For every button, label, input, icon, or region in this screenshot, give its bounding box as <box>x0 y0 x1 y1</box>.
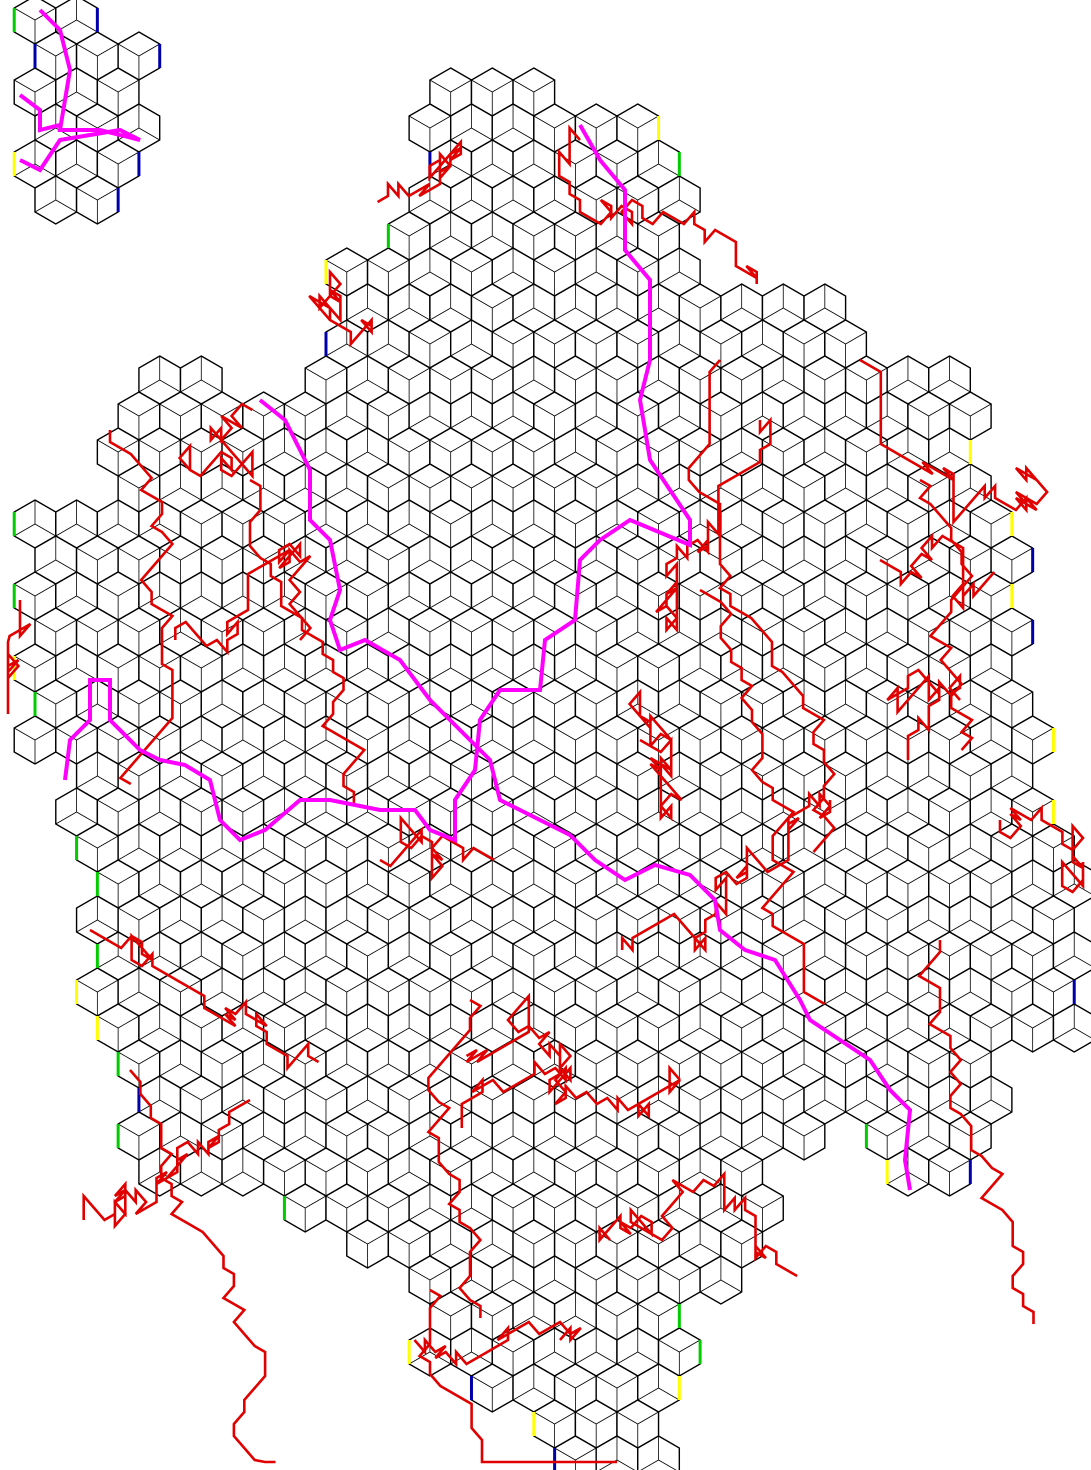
cube-tiles <box>14 0 1091 1470</box>
